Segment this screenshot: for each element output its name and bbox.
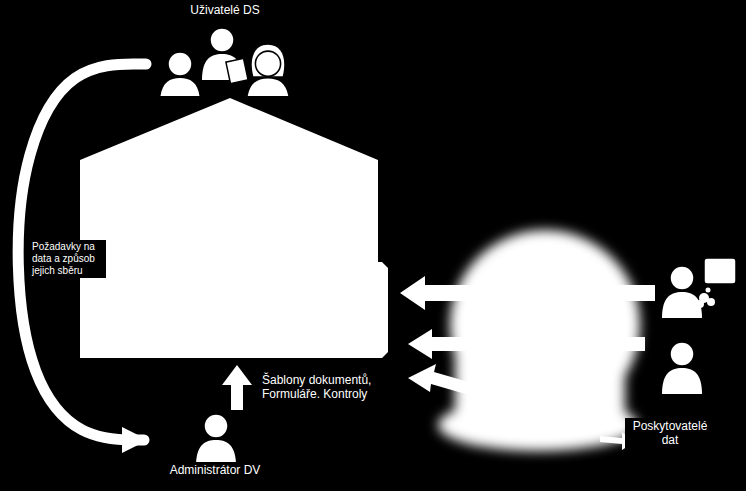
actor-group: Administrátor DV <box>150 410 280 478</box>
actor-label: Administrátor DV <box>167 462 264 478</box>
actor-group: Poskytovatelé dat <box>600 252 740 448</box>
flow-note: Šablony dokumentů, Formuláře. Kontroly <box>260 372 394 402</box>
actor-icons <box>150 18 300 96</box>
request-arrow <box>18 64 146 440</box>
person-icon <box>202 28 248 84</box>
speech-bubble <box>696 258 736 308</box>
actor-label: Uživatelé DS <box>187 2 262 18</box>
house-shape <box>80 98 388 358</box>
person-icon <box>662 266 702 318</box>
edge-label: Požadavky na data a způsob jejich sběru <box>30 240 106 278</box>
actor-icons <box>150 410 280 462</box>
person-icon <box>662 342 702 394</box>
template-arrow <box>222 365 252 410</box>
cloud <box>438 230 640 451</box>
actor-label: Poskytovatelé dat <box>625 418 715 448</box>
person-icon <box>196 414 236 462</box>
actor-group: Uživatelé DS <box>150 2 300 96</box>
person-icon <box>160 52 200 96</box>
person-icon <box>247 45 289 96</box>
actor-icons <box>600 252 740 418</box>
